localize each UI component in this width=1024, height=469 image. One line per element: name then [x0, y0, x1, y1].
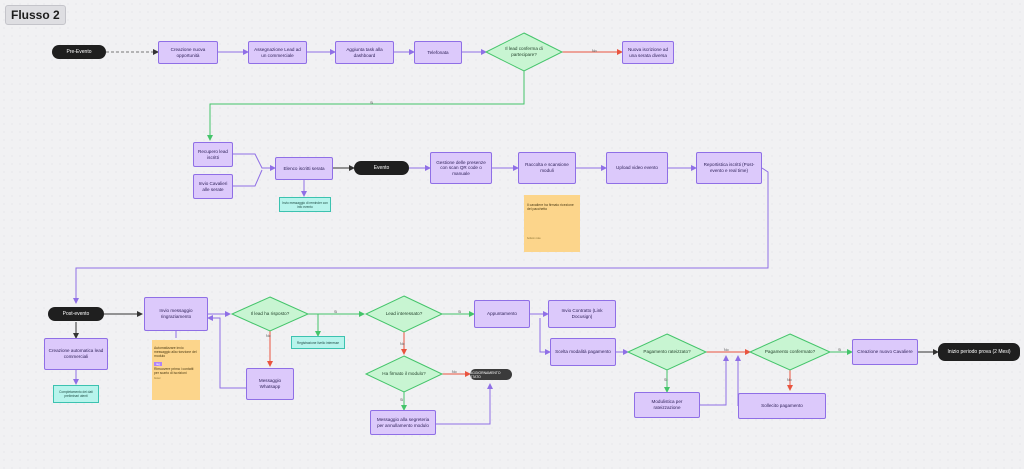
- node-creazione-cavaliere[interactable]: Creazione nuovo Cavaliere: [852, 339, 918, 365]
- sticky-note-text: Automatizzare invio messaggio alla ricez…: [154, 346, 197, 359]
- decision-pagamento-rateizzato[interactable]: Pagamento rateizzato?: [643, 349, 691, 355]
- node-creazione-opportunita[interactable]: Creazione nuova opportunità: [158, 41, 218, 64]
- decision-lead-interessato[interactable]: Lead interessato?: [385, 311, 423, 317]
- node-messaggio-whatsapp[interactable]: Messaggio Whatsapp: [246, 368, 294, 400]
- sticky-note-text-2: Rimuovere prima i contatti per scarto di…: [154, 366, 194, 376]
- edge-label-no: No: [724, 348, 729, 352]
- sticky-note-ricezione[interactable]: Il cavaliere ha firmato ricezione del pa…: [524, 195, 580, 252]
- node-recupero-lead[interactable]: Recupero lead iscritti: [193, 142, 233, 167]
- decision-shape: [364, 295, 444, 333]
- node-assegnazione-lead[interactable]: Assegnazione Lead ad un commerciale: [248, 41, 307, 64]
- edge-label-yes: Si: [400, 398, 404, 402]
- sticky-note-text: Il cavaliere ha firmato ricezione del pa…: [527, 203, 574, 212]
- node-creazione-lead-commerciali[interactable]: Creazione automatica lead commerciali: [44, 338, 108, 370]
- node-scelta-pagamento[interactable]: Scelta modalità pagamento: [550, 338, 616, 366]
- node-invio-ringraziamento[interactable]: Invio messaggio ringraziamento: [144, 297, 208, 331]
- edge-label-no: No: [592, 49, 597, 53]
- edge-label-yes: Si: [664, 378, 668, 382]
- node-appuntamento[interactable]: Appuntamento: [474, 300, 530, 328]
- node-telefonata[interactable]: Telefonata: [414, 41, 462, 64]
- edge-label-yes: Si: [370, 101, 374, 105]
- node-nuova-iscrizione[interactable]: Nuova iscrizione ad una serata diversa: [622, 41, 674, 64]
- sticky-note-tag: tag: [154, 361, 162, 366]
- note-invio-messaggio-reminder[interactable]: Invio messaggio di reminder con info eve…: [279, 197, 331, 212]
- node-aggiunta-task[interactable]: Aggiunta task alla dashboard: [335, 41, 394, 64]
- end-inizio-periodo-prova[interactable]: Inizio periodo prova (2 Mesi): [938, 343, 1020, 361]
- node-raccolta-moduli[interactable]: Raccolta e scansione moduli: [518, 152, 576, 184]
- decision-pagamento-confermato[interactable]: Pagamento confermato?: [764, 349, 816, 355]
- node-modulistica-rateizzazione[interactable]: Modulistica per rateizzazione: [634, 392, 700, 418]
- decision-shape: [748, 333, 832, 371]
- decision-shape: [626, 333, 708, 371]
- milestone-aggiornamento-stato[interactable]: AGGIORNAMENTO STATO: [470, 369, 512, 380]
- node-upload-video[interactable]: Upload video evento: [606, 152, 668, 184]
- node-sollecito-pagamento[interactable]: Sollecito pagamento: [738, 393, 826, 419]
- sticky-note-automatizzare[interactable]: Automatizzare invio messaggio alla ricez…: [152, 340, 200, 400]
- decision-ha-firmato[interactable]: Ha firmato il modulo?: [382, 371, 426, 377]
- note-registrazione-interesse[interactable]: Registrazione livello interesse: [291, 336, 345, 349]
- edge-label-yes: Si: [458, 310, 462, 314]
- decision-shape: [484, 32, 564, 72]
- edge-label-no: No: [400, 342, 405, 346]
- edge-label-no: No: [266, 334, 271, 338]
- sticky-note-footer: bottom note: [527, 237, 541, 241]
- node-invio-contratto[interactable]: Invio Contratto (Link Docusign): [548, 300, 616, 328]
- milestone-post-evento[interactable]: Post-evento: [48, 307, 104, 321]
- edge-label-no: No: [787, 378, 792, 382]
- note-completamento-dati[interactable]: Completamento dei dati preliminari utent…: [53, 385, 99, 403]
- sticky-note-footer: footer: [154, 377, 161, 381]
- node-invio-cavalieri[interactable]: Invio Cavalieri alle serate: [193, 174, 233, 199]
- node-gestione-presenze[interactable]: Gestione delle presenze con scan QR code…: [430, 152, 492, 184]
- decision-shape: [230, 296, 310, 332]
- board-title[interactable]: Flusso 2: [5, 5, 66, 25]
- decision-lead-risposto[interactable]: Il lead ha risposto?: [250, 311, 290, 317]
- milestone-evento[interactable]: Evento: [354, 161, 409, 175]
- edge-label-yes: Si: [838, 348, 842, 352]
- decision-lead-conferma[interactable]: Il lead conferma di partecipare?: [505, 46, 543, 57]
- node-messaggio-segreteria[interactable]: Messaggio alla segreteria per annullamen…: [370, 410, 436, 435]
- node-elenco-iscritti[interactable]: Elenco iscritti serata: [275, 157, 333, 180]
- edge-label-yes: Si: [334, 310, 338, 314]
- node-reportistica[interactable]: Reportistica iscritti (Post-evento e rea…: [696, 152, 762, 184]
- edge-label-no: No: [452, 370, 457, 374]
- start-pre-evento[interactable]: Pre-Evento: [52, 45, 106, 59]
- decision-shape: [364, 355, 444, 393]
